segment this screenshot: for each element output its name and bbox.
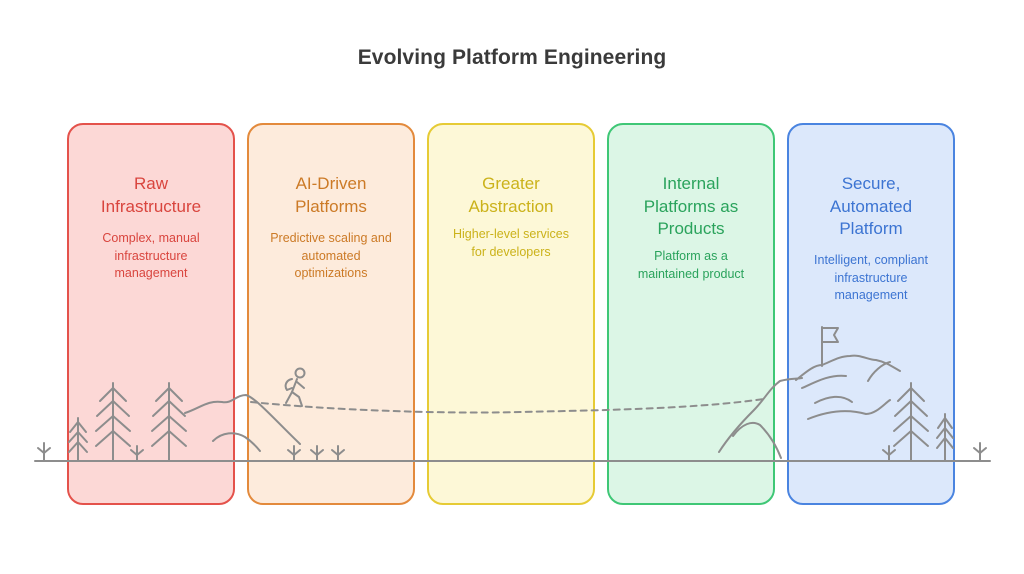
stage-description-line: infrastructure (834, 270, 908, 285)
sprout-icon (287, 445, 301, 462)
stage-title: Secure, Automated Platform (797, 173, 945, 241)
mountain-outline (795, 354, 901, 381)
stage-raw-infrastructure: Raw Infrastructure Complex, manual infra… (67, 123, 235, 505)
sprout-icon (331, 445, 345, 462)
stage-secure-automated-platform: Secure, Automated Platform Intelligent, … (787, 123, 955, 505)
sprout-icon (973, 442, 987, 462)
stage-description: Predictive scaling and automated optimiz… (259, 230, 403, 283)
mountain-ridge (807, 399, 891, 420)
mountain-ridge (867, 361, 891, 382)
stage-title-line: Secure, (841, 174, 901, 193)
mountain-ridge (801, 374, 847, 389)
stage-title-line: Automated (829, 196, 913, 216)
sprout-icon (37, 442, 51, 462)
stage-description-line: maintained product (637, 266, 745, 281)
stage-title: Internal Platforms as Products (617, 173, 765, 241)
stage-description: Complex, manual infrastructure managemen… (79, 230, 223, 283)
sprout-icon (130, 445, 144, 462)
hill-outline (732, 421, 782, 459)
stage-title-line: Infrastructure (100, 196, 202, 216)
sprout-icon (882, 445, 896, 462)
stage-title-line: Abstraction (468, 196, 554, 216)
stage-greater-abstraction: Greater Abstraction Higher-level service… (427, 123, 595, 505)
pine-tree-icon (95, 382, 131, 462)
stage-description-line: Complex, manual (102, 231, 200, 245)
stage-title-line: Products (657, 219, 725, 238)
stage-title-line: Platforms (295, 196, 367, 216)
stage-title-line: Internal (662, 174, 720, 193)
stage-description-line: infrastructure (114, 248, 188, 263)
pine-tree-icon (893, 382, 929, 462)
stage-description-line: Intelligent, compliant (814, 253, 928, 267)
stage-description-line: Predictive scaling and (270, 231, 392, 245)
pine-tree-icon (936, 413, 954, 462)
stage-title-line: Platforms as (643, 196, 739, 216)
stage-title-line: AI-Driven (295, 174, 367, 193)
sprout-icon (310, 445, 324, 462)
stage-description-line: Platform as a (654, 249, 728, 263)
pine-tree-icon (151, 382, 187, 462)
mountain-ridge (814, 395, 853, 404)
diagram-title: Evolving Platform Engineering (357, 46, 667, 69)
hill-outline (212, 432, 261, 452)
hill-outline (718, 377, 803, 453)
hiker-icon (284, 367, 306, 407)
stage-description-line: automated (301, 248, 361, 263)
stage-description-line: for developers (471, 244, 551, 259)
stage-title-line: Raw (133, 174, 168, 193)
stage-title: Greater Abstraction (437, 173, 585, 218)
stage-internal-platforms-as-products: Internal Platforms as Products Platform … (607, 123, 775, 505)
stage-title-line: Platform (839, 219, 903, 238)
stage-description-line: management (834, 288, 908, 302)
stage-ai-driven-platforms: AI-Driven Platforms Predictive scaling a… (247, 123, 415, 505)
stage-description: Intelligent, compliant infrastructure ma… (799, 252, 943, 305)
journey-path (250, 398, 765, 414)
stage-description-line: management (114, 266, 188, 280)
stage-title: AI-Driven Platforms (257, 173, 405, 218)
hill-outline (184, 394, 301, 445)
flag-icon (821, 326, 839, 367)
stage-description-line: optimizations (294, 266, 368, 280)
stage-title: Raw Infrastructure (77, 173, 225, 218)
stage-description-line: Higher-level services (452, 227, 569, 241)
pine-tree-icon (68, 417, 88, 462)
stage-description: Platform as a maintained product (619, 248, 763, 283)
stage-title-line: Greater (482, 174, 540, 193)
stage-description: Higher-level services for developers (439, 226, 583, 261)
